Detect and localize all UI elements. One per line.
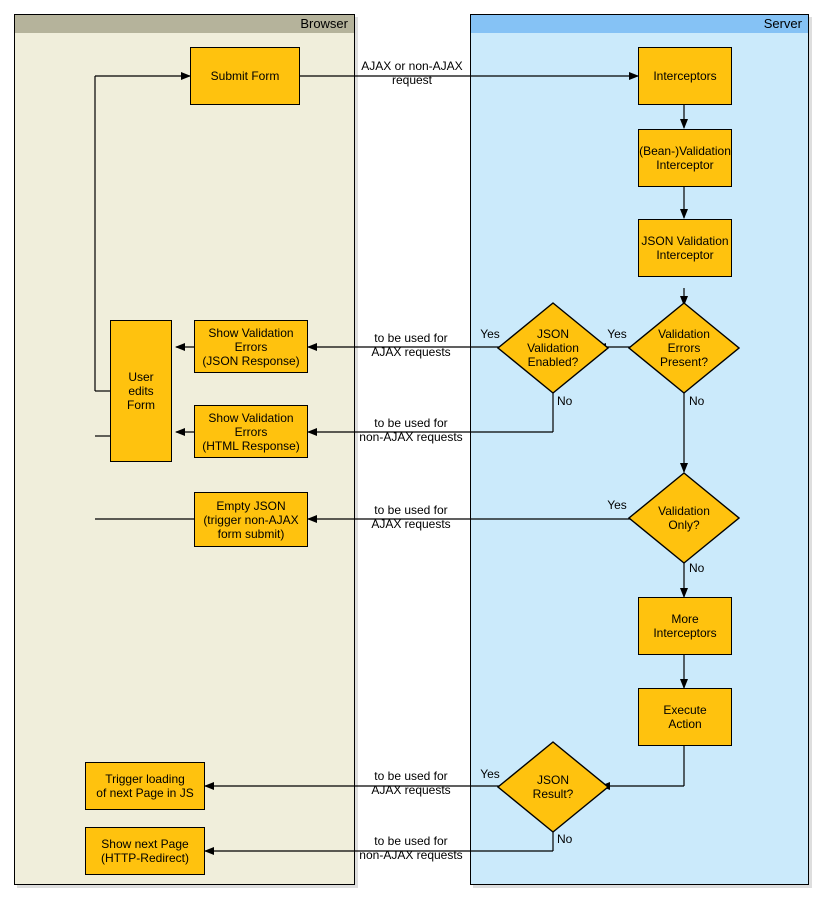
decision-validation-errors-present[interactable]: Validation Errors Present?	[628, 302, 740, 394]
node-json-validation-interceptor[interactable]: JSON Validation Interceptor	[638, 219, 732, 277]
edge-label-ajax-or-non-ajax-request: AJAX or non-AJAX request	[361, 59, 463, 87]
edge-label-non-ajax-requests-validation-html: to be used for non-AJAX requests	[359, 416, 463, 444]
lane-browser-title: Browser	[15, 15, 354, 33]
decision-json-validation-enabled[interactable]: JSON Validation Enabled?	[497, 302, 609, 394]
decision-label: Validation Only?	[658, 504, 710, 532]
edge-label-ajax-requests-json-result: to be used for AJAX requests	[371, 769, 451, 797]
node-trigger-loading-next-page[interactable]: Trigger loading of next Page in JS	[85, 762, 205, 810]
node-submit-form[interactable]: Submit Form	[190, 47, 300, 105]
edge-label-yes-validation-only: Yes	[607, 498, 627, 512]
node-show-validation-errors-html[interactable]: Show Validation Errors (HTML Response)	[194, 405, 308, 458]
node-show-next-page[interactable]: Show next Page (HTTP-Redirect)	[85, 827, 205, 875]
decision-json-result[interactable]: JSON Result?	[497, 741, 609, 833]
edge-label-no-json-validation: No	[557, 394, 573, 408]
node-bean-validation-interceptor[interactable]: (Bean-)Validation Interceptor	[638, 129, 732, 187]
edge-label-yes-errors-present: Yes	[607, 327, 627, 341]
edge-label-no-json-result: No	[557, 832, 573, 846]
edge-label-non-ajax-requests-redirect: to be used for non-AJAX requests	[359, 834, 463, 862]
edge-label-yes-json-result: Yes	[480, 767, 500, 781]
node-more-interceptors[interactable]: More Interceptors	[638, 597, 732, 655]
edge-label-ajax-requests-empty-json: to be used for AJAX requests	[371, 503, 451, 531]
node-empty-json[interactable]: Empty JSON (trigger non-AJAX form submit…	[194, 492, 308, 547]
edge-label-yes-json-validation: Yes	[480, 327, 500, 341]
decision-label: JSON Validation Enabled?	[527, 327, 579, 369]
node-execute-action[interactable]: Execute Action	[638, 688, 732, 746]
node-show-validation-errors-json[interactable]: Show Validation Errors (JSON Response)	[194, 320, 308, 373]
decision-validation-only[interactable]: Validation Only?	[628, 472, 740, 564]
edge-label-ajax-requests-validation-json: to be used for AJAX requests	[371, 331, 451, 359]
edge-label-no-validation-only: No	[689, 561, 705, 575]
node-interceptors[interactable]: Interceptors	[638, 47, 732, 105]
edge-label-no-errors-present: No	[689, 394, 705, 408]
decision-label: JSON Result?	[532, 773, 574, 801]
decision-label: Validation Errors Present?	[658, 327, 710, 369]
node-user-edits-form[interactable]: User edits Form	[110, 320, 172, 462]
lane-server-title: Server	[471, 15, 808, 33]
